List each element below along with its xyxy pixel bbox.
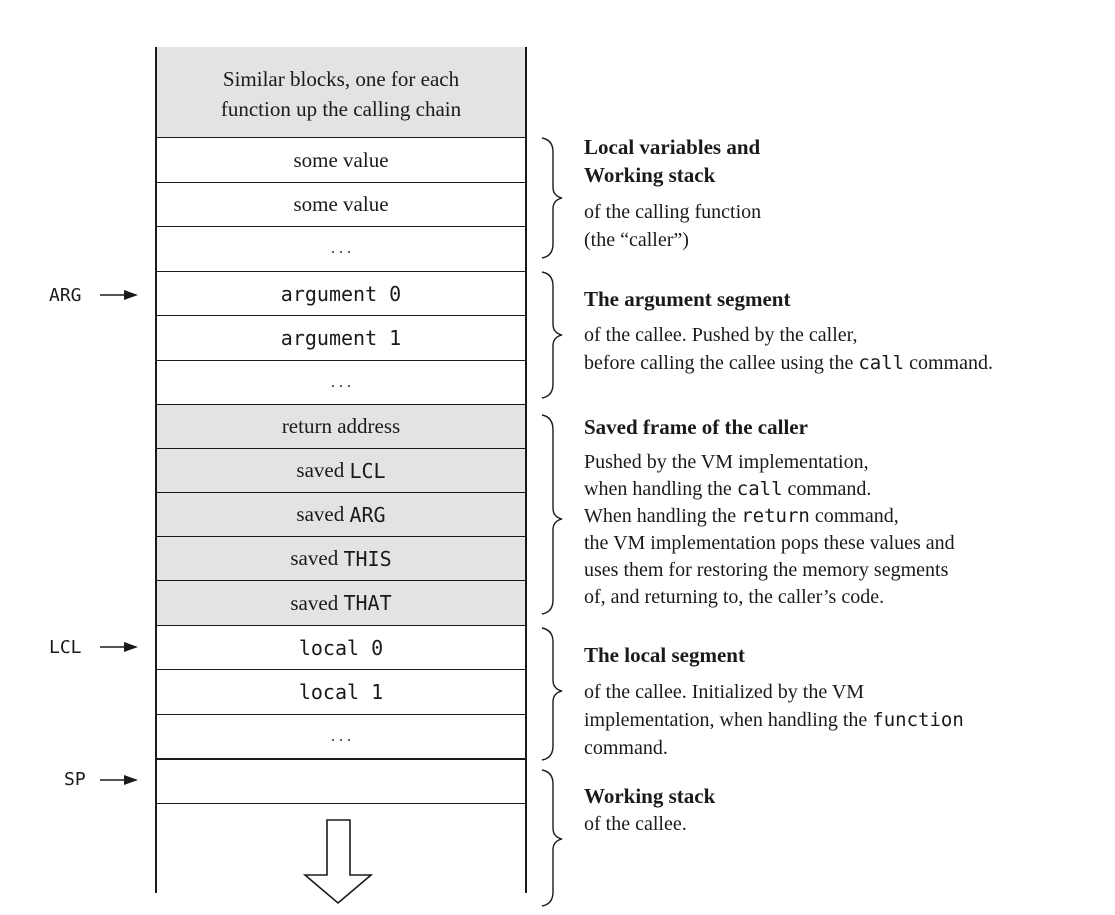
caller-value-cell: some value <box>157 183 525 227</box>
stack-column: Similar blocks, one for each function up… <box>155 47 527 893</box>
caller-annotation-title: Working stack <box>584 163 716 187</box>
stack-growth-arrow-icon <box>302 819 374 905</box>
saved-lcl-cell: saved LCL <box>157 449 525 493</box>
saved-arg-cell: saved ARG <box>157 493 525 537</box>
frame-brace <box>541 414 563 615</box>
local-annotation-title: The local segment <box>584 643 745 667</box>
caller-value-cell: some value <box>157 138 525 183</box>
argument-annotation: The argument segment of the callee. Push… <box>584 287 993 374</box>
working-annotation: Working stack of the callee. <box>584 784 716 835</box>
argument-ellipsis-cell: . . . <box>157 361 525 405</box>
argument-brace <box>541 271 563 399</box>
arg-pointer-arrow <box>100 290 138 300</box>
local-annotation: The local segment of the callee. Initial… <box>584 643 964 759</box>
caller-annotation-title: Local variables and <box>584 135 761 159</box>
frame-annotation-title: Saved frame of the caller <box>584 415 808 439</box>
sp-pointer-arrow <box>100 775 138 785</box>
arg-pointer-label: ARG <box>49 285 82 306</box>
local-ellipsis-cell: . . . <box>157 715 525 759</box>
sp-cell <box>157 759 525 804</box>
working-brace <box>541 769 563 907</box>
return-address-cell: return address <box>157 405 525 449</box>
argument-cell: argument 1 <box>157 316 525 361</box>
local-cell: local 1 <box>157 670 525 715</box>
saved-that-cell: saved THAT <box>157 581 525 626</box>
sp-pointer-label: SP <box>64 769 86 790</box>
local-cell: local 0 <box>157 626 525 670</box>
caller-brace <box>541 137 563 259</box>
saved-this-cell: saved THIS <box>157 537 525 581</box>
caller-chain-block: Similar blocks, one for each function up… <box>157 47 525 138</box>
caller-annotation: Local variables and Working stack of the… <box>584 135 762 251</box>
working-annotation-title: Working stack <box>584 784 716 808</box>
argument-cell: argument 0 <box>157 272 525 316</box>
lcl-pointer-label: LCL <box>49 637 82 658</box>
caller-chain-line-1: Similar blocks, one for each <box>222 67 460 91</box>
argument-annotation-title: The argument segment <box>584 287 791 311</box>
lcl-pointer-arrow <box>100 642 138 652</box>
caller-ellipsis-cell: . . . <box>157 227 525 272</box>
caller-chain-line-2: function up the calling chain <box>220 97 462 121</box>
local-brace <box>541 627 563 761</box>
frame-annotation: Saved frame of the caller Pushed by the … <box>584 415 955 608</box>
